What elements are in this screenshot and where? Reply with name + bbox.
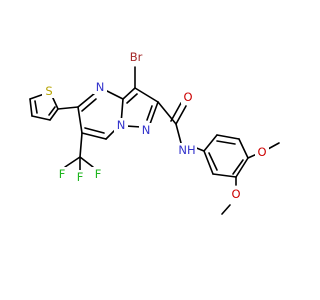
pyrazole-nitrogen-atom: N xyxy=(139,123,153,137)
molecule-structure: Br O N N N NH S F xyxy=(29,50,280,215)
fluorine-atom-bottom: F xyxy=(73,170,87,184)
svg-text:O: O xyxy=(231,187,240,201)
bridgehead-nitrogen-atom: N xyxy=(114,118,128,132)
amide-nh-group: NH xyxy=(177,143,197,157)
svg-text:F: F xyxy=(59,167,66,181)
svg-text:F: F xyxy=(77,170,84,184)
svg-text:Br: Br xyxy=(130,50,143,64)
svg-text:NH: NH xyxy=(178,143,195,157)
svg-text:N: N xyxy=(117,118,126,132)
methoxy-oxygen-bottom: O xyxy=(229,187,243,201)
fluorine-atom-left: F xyxy=(55,167,69,181)
thiophene-sulfur-atom: S xyxy=(42,84,56,98)
svg-text:O: O xyxy=(257,145,266,159)
pyrimidine-nitrogen-atom: N xyxy=(93,80,107,94)
svg-text:N: N xyxy=(142,123,151,137)
svg-text:F: F xyxy=(95,167,102,181)
carbonyl-oxygen-atom: O xyxy=(181,90,195,104)
fluorine-atom-right: F xyxy=(91,167,105,181)
svg-text:N: N xyxy=(96,80,105,94)
atom-labels: Br O N N N NH S F xyxy=(42,50,269,201)
svg-text:O: O xyxy=(183,90,192,104)
bromine-atom: Br xyxy=(126,50,146,64)
methoxy-oxygen-top: O xyxy=(255,145,269,159)
svg-text:S: S xyxy=(45,84,52,98)
